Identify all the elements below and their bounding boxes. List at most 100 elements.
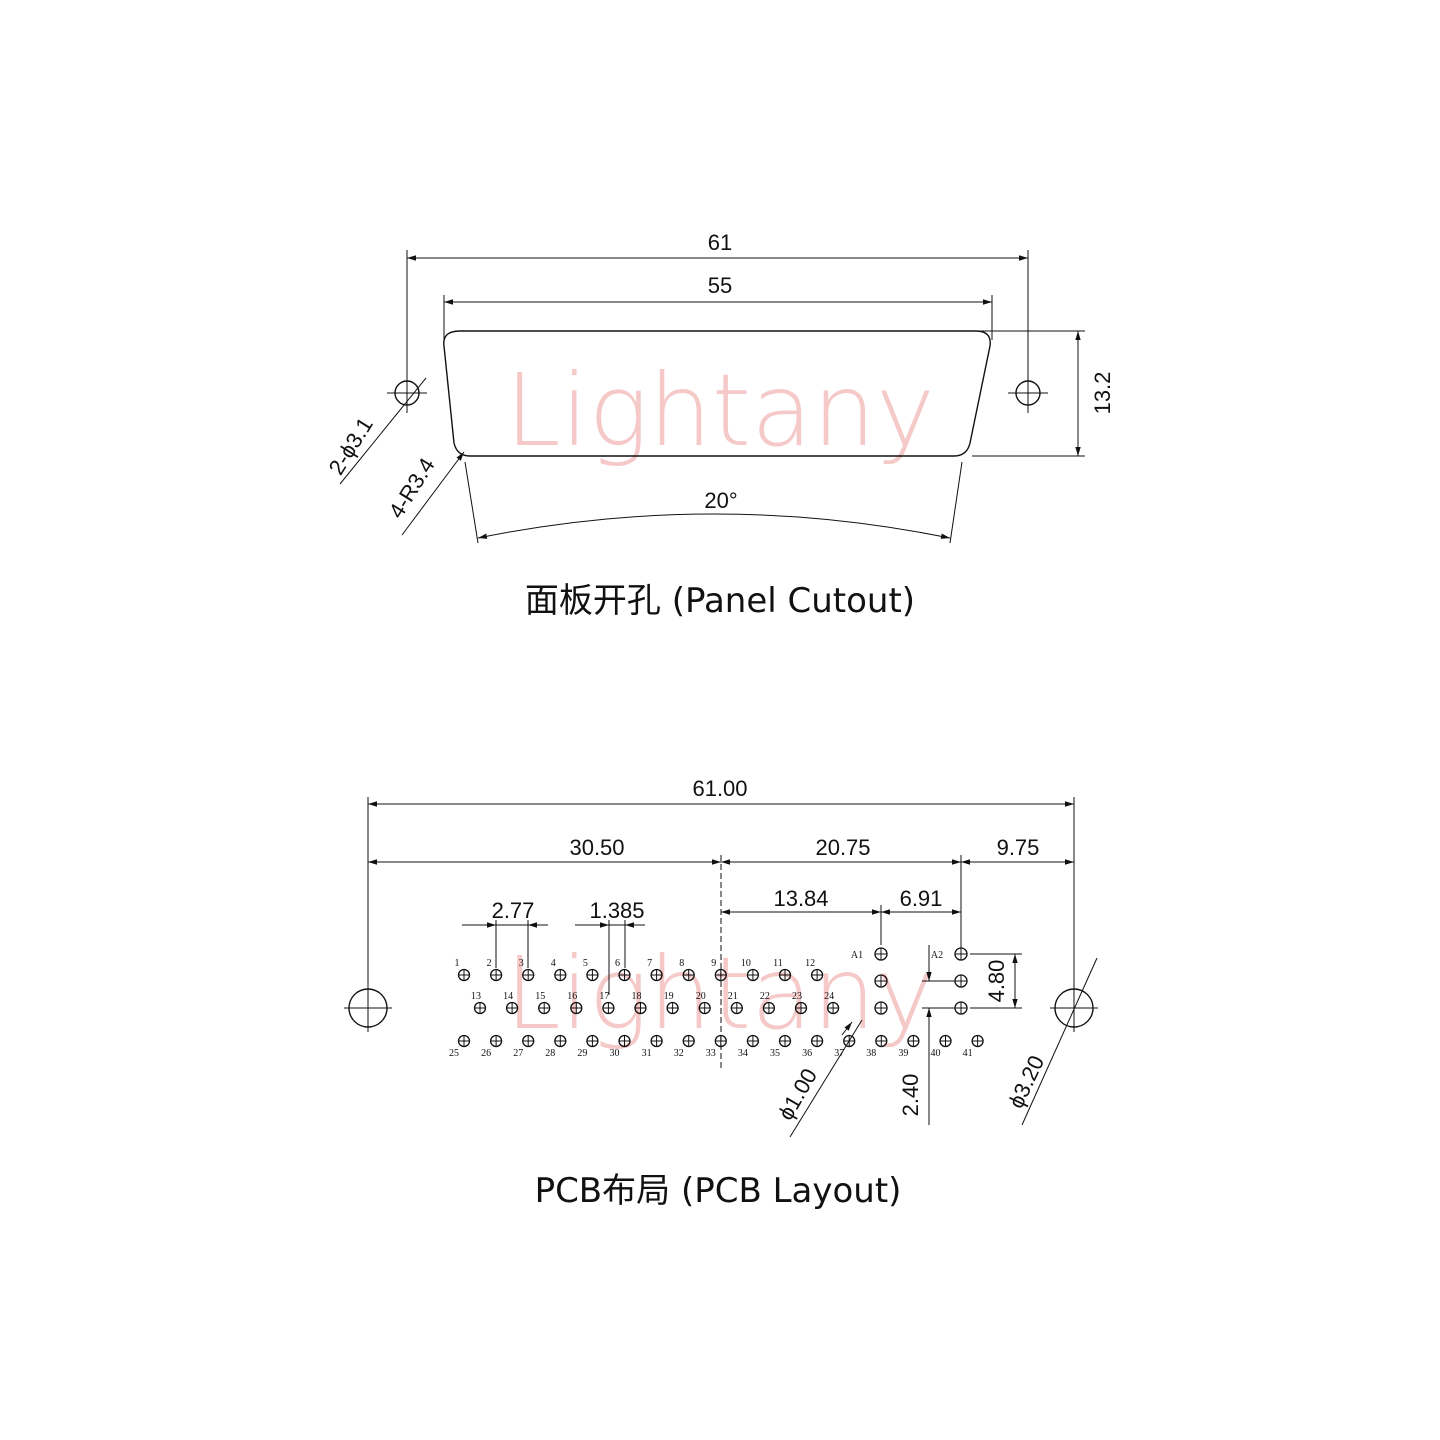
pcb-layout-view: Lightany 61.00 30.50 20.75 9.75 13.84 [344, 776, 1098, 1211]
dim-mount-dia-label: ϕ3.20 [1003, 1052, 1049, 1113]
pin-36 [810, 1034, 824, 1048]
pin-19 [666, 1001, 679, 1015]
pcb-mount-hole-left [344, 984, 392, 1032]
pin-9 [714, 968, 727, 982]
panel-cutout-view: Lightany 61 55 13.2 [323, 230, 1115, 621]
pin-4 [554, 968, 567, 982]
dim-61-00-label: 61.00 [692, 776, 747, 801]
pin-6 [618, 968, 631, 982]
dim-20-75-label: 20.75 [815, 835, 870, 860]
pin-37 [843, 1034, 856, 1048]
coax-label-a1: A1 [851, 950, 863, 961]
pin-label-24: 24 [824, 991, 834, 1002]
pin-27 [522, 1034, 535, 1048]
dim-30-50-label: 30.50 [569, 835, 624, 860]
pin-label-34: 34 [738, 1048, 748, 1059]
pcb-layout-caption: PCB布局 (PCB Layout) [535, 1171, 902, 1211]
note-corner-radius: 4-R3.4 [384, 453, 440, 522]
pin-40 [939, 1034, 952, 1048]
pin-label-28: 28 [545, 1048, 555, 1059]
dim-2-40-label: 2.40 [898, 1074, 923, 1117]
pin-12 [810, 968, 824, 982]
dim-13-2-label: 13.2 [1090, 372, 1115, 415]
pin-label-20: 20 [696, 991, 706, 1002]
pin-label-37: 37 [834, 1048, 844, 1059]
pin-41 [971, 1034, 984, 1048]
note-hole-dia: 2-ϕ3.1 [323, 413, 377, 479]
pin-label-17: 17 [599, 991, 609, 1002]
pin-label-2: 2 [487, 958, 492, 969]
dim-2-77-label: 2.77 [492, 898, 535, 923]
pin-38 [875, 1034, 888, 1048]
pin-18 [634, 1001, 647, 1015]
coax-a1-contact-2 [874, 974, 888, 988]
coax-a1-contact-3 [874, 1001, 888, 1015]
pin-20 [698, 1001, 711, 1015]
pin-1 [457, 968, 471, 982]
watermark-top: Lightany [505, 352, 935, 469]
pin-label-36: 36 [802, 1048, 812, 1059]
pin-label-41: 41 [963, 1048, 973, 1059]
pin-14 [505, 1001, 519, 1015]
dim-1-385-label: 1.385 [589, 898, 644, 923]
pin-label-3: 3 [519, 958, 524, 969]
pin-label-10: 10 [741, 958, 751, 969]
leader-radius-note [401, 451, 465, 536]
pin-label-18: 18 [632, 991, 642, 1002]
pin-32 [682, 1034, 695, 1048]
pin-31 [650, 1034, 663, 1048]
pin-label-16: 16 [567, 991, 577, 1002]
pin-26 [489, 1034, 503, 1048]
pin-5 [586, 968, 599, 982]
pin-2 [489, 968, 503, 982]
coax-a2-contact-1 [954, 947, 968, 961]
dim-9-75-label: 9.75 [997, 835, 1040, 860]
leader-mount-dia [1021, 957, 1098, 1126]
dim-angle-label: 20° [704, 488, 737, 513]
dim-61-label: 61 [708, 230, 732, 255]
pin-13 [473, 1001, 487, 1015]
pin-label-4: 4 [551, 958, 556, 969]
pin-29 [586, 1034, 599, 1048]
leader-pin-dia [789, 1019, 863, 1138]
pin-16 [570, 1001, 583, 1015]
pin-label-30: 30 [610, 1048, 620, 1059]
pin-11 [778, 968, 792, 982]
pin-label-31: 31 [642, 1048, 652, 1059]
pin-28 [554, 1034, 567, 1048]
pin-label-7: 7 [647, 958, 652, 969]
watermark-bottom: Lightany [505, 935, 935, 1052]
pin-17 [602, 1001, 615, 1015]
pin-label-12: 12 [805, 958, 815, 969]
pin-label-6: 6 [615, 958, 620, 969]
dim-arc-20deg [477, 513, 951, 539]
pin-23 [794, 1001, 808, 1015]
pin-label-11: 11 [773, 958, 783, 969]
pin-label-25: 25 [449, 1048, 459, 1059]
pin-label-33: 33 [706, 1048, 716, 1059]
pin-7 [650, 968, 663, 982]
pin-label-5: 5 [583, 958, 588, 969]
dim-55-label: 55 [708, 273, 732, 298]
pin-label-38: 38 [866, 1048, 876, 1059]
pin-15 [538, 1001, 551, 1015]
dim-13-84-label: 13.84 [773, 886, 828, 911]
pin-label-23: 23 [792, 991, 802, 1002]
pin-35 [778, 1034, 792, 1048]
pin-label-26: 26 [481, 1048, 491, 1059]
coax-a2-contact-2 [954, 974, 968, 988]
coax-label-a2: A2 [931, 950, 943, 961]
pin-label-15: 15 [535, 991, 545, 1002]
pin-30 [618, 1034, 631, 1048]
pin-25 [457, 1034, 471, 1048]
d-sub-cutout-outline [443, 330, 991, 457]
pin-label-13: 13 [471, 991, 481, 1002]
panel-cutout-caption: 面板开孔 (Panel Cutout) [525, 581, 915, 621]
pin-label-14: 14 [503, 991, 513, 1002]
pin-label-19: 19 [664, 991, 674, 1002]
pin-label-8: 8 [679, 958, 684, 969]
pin-label-22: 22 [760, 991, 770, 1002]
dim-4-80-label: 4.80 [984, 960, 1009, 1003]
